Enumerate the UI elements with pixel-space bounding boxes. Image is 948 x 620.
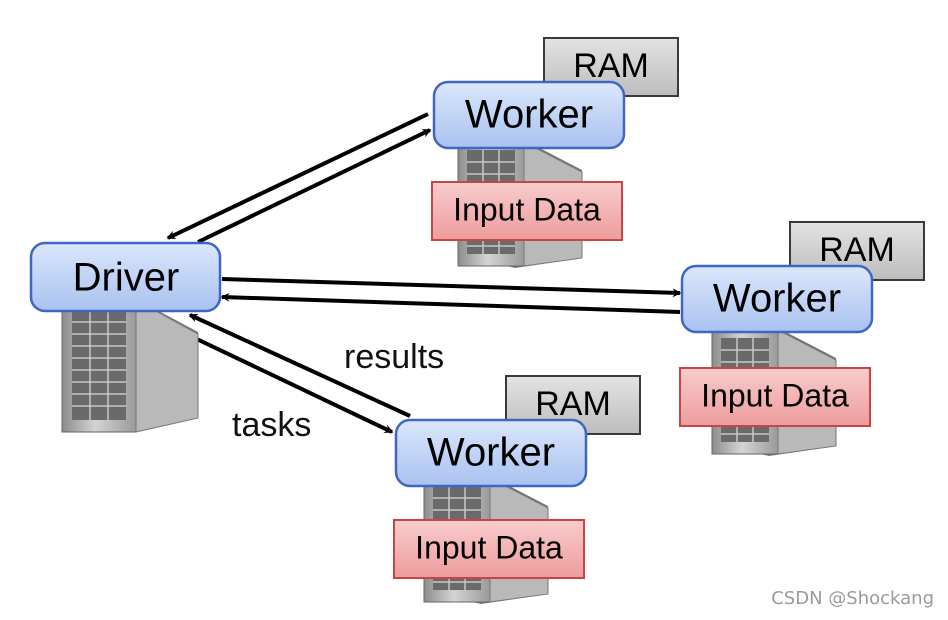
arrow-worker-right-to-driver bbox=[220, 292, 681, 314]
worker-top-label: Worker bbox=[465, 93, 593, 137]
worker-bottom-box bbox=[394, 418, 588, 488]
worker-bottom-label: Worker bbox=[427, 431, 555, 475]
worker-node-bottom: RAM Worker Input Data bbox=[393, 375, 641, 604]
worker-right-ram-label: RAM bbox=[819, 231, 895, 269]
tasks-label: tasks bbox=[232, 406, 311, 444]
worker-bottom-ram-label: RAM bbox=[535, 385, 611, 423]
worker-right-data-label: Input Data bbox=[701, 377, 849, 413]
worker-top-box bbox=[432, 80, 626, 150]
driver-label: Driver bbox=[73, 256, 180, 300]
arrow-driver-to-worker-top bbox=[197, 128, 432, 244]
watermark-text: CSDN @Shockang bbox=[771, 588, 934, 609]
worker-top-data-label: Input Data bbox=[453, 191, 601, 227]
arrow-worker-top-to-driver bbox=[166, 112, 429, 240]
worker-node-right: RAM Worker Input Data bbox=[679, 221, 925, 456]
worker-top-ram-label: RAM bbox=[573, 47, 649, 85]
worker-top-data-box bbox=[431, 181, 623, 241]
worker-right-data-box bbox=[679, 367, 871, 427]
worker-bottom-data-label: Input Data bbox=[415, 529, 563, 565]
worker-node-top: RAM Worker Input Data bbox=[431, 37, 679, 268]
worker-right-box bbox=[680, 264, 874, 334]
results-label: results bbox=[344, 338, 444, 376]
worker-bottom-data-box bbox=[393, 519, 585, 579]
driver-server-icon bbox=[61, 299, 199, 433]
driver-box bbox=[29, 241, 222, 313]
arrow-driver-to-worker-right bbox=[221, 277, 682, 298]
driver-node: Driver bbox=[29, 241, 222, 433]
worker-right-label: Worker bbox=[713, 277, 841, 321]
arrow-worker-bottom-to-driver bbox=[188, 313, 411, 418]
